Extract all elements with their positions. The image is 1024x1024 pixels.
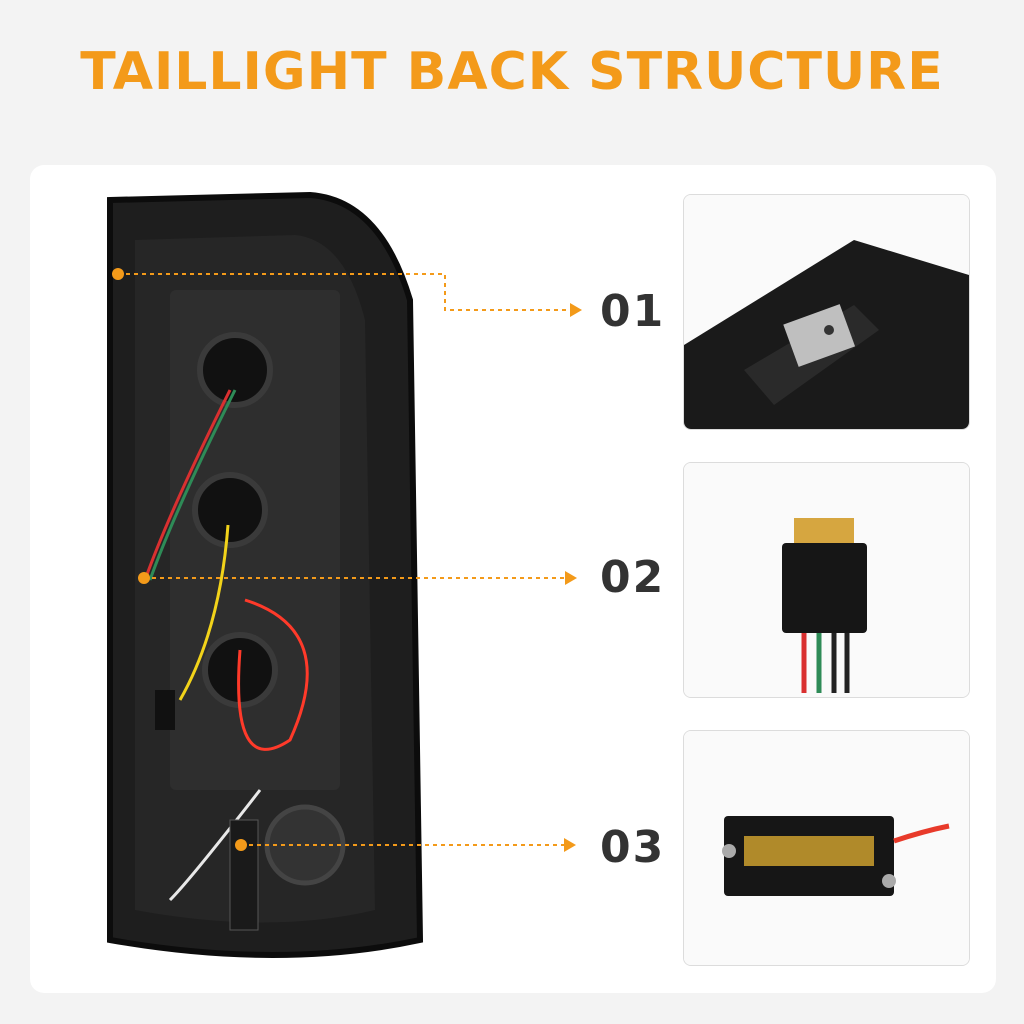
callout-label-03: 03 bbox=[600, 822, 666, 873]
taillight-back-image bbox=[107, 191, 424, 958]
callout-line-03 bbox=[235, 838, 576, 852]
callout-line-02 bbox=[138, 571, 577, 585]
detail-image-mounting-clip bbox=[683, 194, 970, 430]
detail-image-load-resistor bbox=[683, 730, 970, 966]
callout-label-02: 02 bbox=[600, 552, 666, 603]
callout-label-01: 01 bbox=[600, 286, 666, 337]
page-title: TAILLIGHT BACK STRUCTURE bbox=[80, 42, 944, 102]
callout-line-01 bbox=[112, 268, 582, 317]
detail-image-wire-connector bbox=[683, 462, 970, 698]
